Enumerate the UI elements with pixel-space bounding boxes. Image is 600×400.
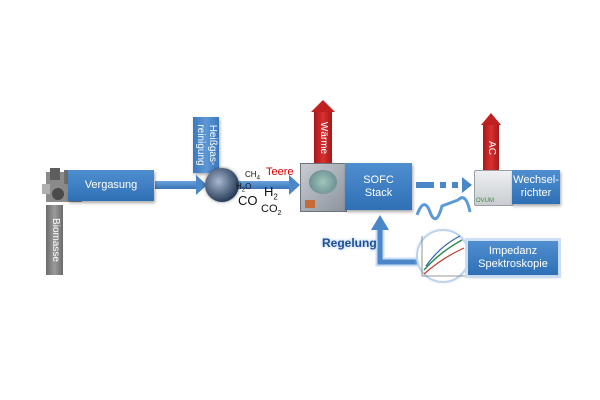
teere-label: Teere [266,166,294,178]
biomasse-block: Biomasse [46,205,63,275]
ac-label: AC [486,140,497,155]
sofc-cube-icon [300,163,347,212]
stack-label: Stack [364,186,393,199]
regelung-feedback-arrow [371,215,418,267]
arrow-heissgas-to-sofc [238,175,300,195]
dashed-connector [416,177,472,193]
wechselrichter-box: Wechsel- richter [512,170,560,204]
measurement-wave [415,196,472,221]
impedanz-box: Impedanz Spektroskopie [465,238,561,278]
impedanz-label-1: Impedanz [488,245,538,257]
wechsel-label-1: Wechsel- [513,174,559,186]
inverter-device-icon: OVUM [474,170,514,206]
ch4-label: CH4 [245,170,260,182]
heat-arrow-waerme [311,100,335,164]
arrow-vergasung-to-heissgas [155,175,207,195]
waerme-label: Wärme [318,121,329,155]
h2o-label: H2O [236,182,252,194]
impedance-plot-icon [413,226,473,286]
vergasung-label: Vergasung [84,179,138,191]
heissgas-box: Heißgas- reinigung [193,117,219,173]
heissgas-label-1: Heißgas- [207,124,218,166]
sofc-label: SOFC [363,173,394,186]
co2-label: CO2 [261,203,282,218]
sofc-stack-box: SOFC Stack [345,163,412,210]
ac-bar: AC [483,125,499,170]
vergasung-box: Vergasung [68,170,154,201]
biomasse-label: Biomasse [49,218,61,262]
regelung-label: Regelung [322,236,377,250]
impedanz-label-2: Spektroskopie [478,258,548,270]
ovum-label: OVUM [476,198,494,204]
waerme-bar: Wärme [314,112,332,164]
filter-pipe-icon [205,168,239,202]
wechsel-label-2: richter [520,187,552,199]
h2-label: H2 [264,184,278,202]
heat-arrow-ac [481,113,501,170]
heissgas-label-2: reinigung [195,124,206,166]
co-label: CO [238,193,258,208]
